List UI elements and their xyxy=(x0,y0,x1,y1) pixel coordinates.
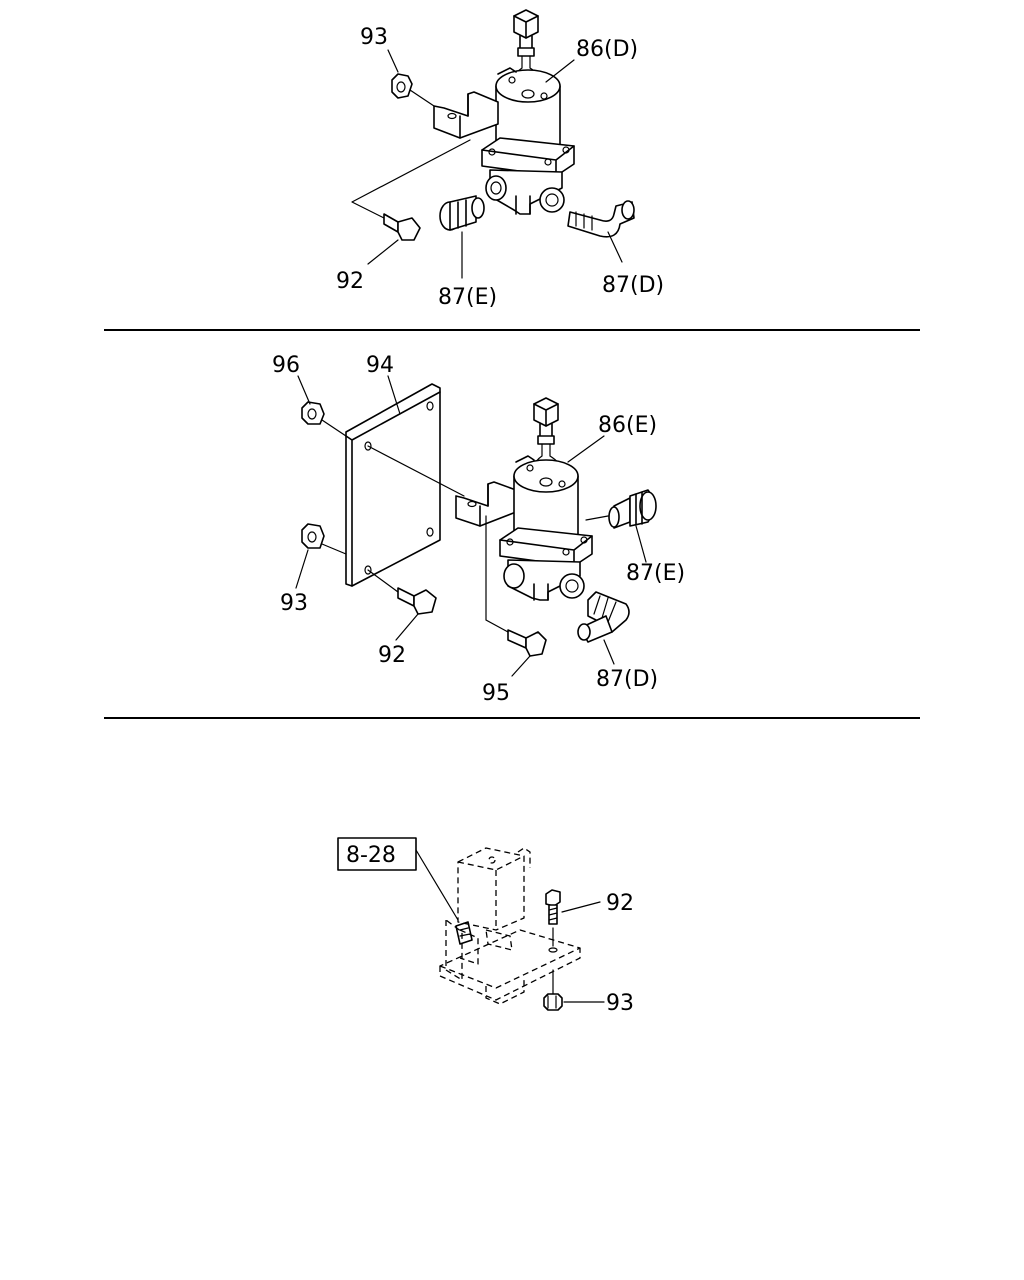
fitting-87d-b-icon xyxy=(577,591,630,643)
label-92-b: 92 xyxy=(378,643,406,668)
label-87d: 87(D) xyxy=(602,273,664,298)
section-2-assembly: 96 94 86(E) 87(E) 93 92 95 87(D) xyxy=(272,353,685,706)
label-87e-b: 87(E) xyxy=(626,561,685,586)
label-87d-b: 87(D) xyxy=(596,667,658,692)
bolt-92b-icon xyxy=(397,587,437,615)
bracket-2 xyxy=(455,481,517,527)
mounting-plate-94 xyxy=(345,383,441,587)
bracket-1 xyxy=(433,91,499,139)
label-95: 95 xyxy=(482,681,510,706)
label-92-c: 92 xyxy=(606,891,634,916)
connector-plug xyxy=(511,9,545,85)
nut-93-icon xyxy=(391,73,413,99)
bolt-92c-icon xyxy=(545,889,561,925)
label-92: 92 xyxy=(336,269,364,294)
fitting-87e-icon xyxy=(439,195,485,231)
label-87e: 87(E) xyxy=(438,285,497,310)
fitting-87e-b-icon xyxy=(608,489,657,529)
section-1-assembly: 93 86(D) 92 87(E) 87(D) xyxy=(336,9,664,310)
label-96: 96 xyxy=(272,353,300,378)
reference-box xyxy=(337,837,417,871)
label-93-c: 93 xyxy=(606,991,634,1016)
reference-box-label: 8-28 xyxy=(346,843,396,868)
phantom-solenoid-assembly xyxy=(439,847,581,1005)
bolt-92-icon xyxy=(383,213,421,241)
nut-96-icon xyxy=(301,401,325,425)
label-86d: 86(D) xyxy=(576,37,638,62)
section-3-assembly: 8-28 xyxy=(337,837,634,1016)
label-86e: 86(E) xyxy=(598,413,657,438)
solenoid-valve-e xyxy=(499,455,593,601)
solenoid-valve-d xyxy=(481,67,575,215)
nut-93c-icon xyxy=(543,993,563,1011)
bolt-95-icon xyxy=(507,629,547,657)
nut-93b-icon xyxy=(301,523,325,549)
label-93-b: 93 xyxy=(280,591,308,616)
label-94: 94 xyxy=(366,353,394,378)
fitting-87d-icon xyxy=(567,200,635,238)
label-93: 93 xyxy=(360,25,388,50)
